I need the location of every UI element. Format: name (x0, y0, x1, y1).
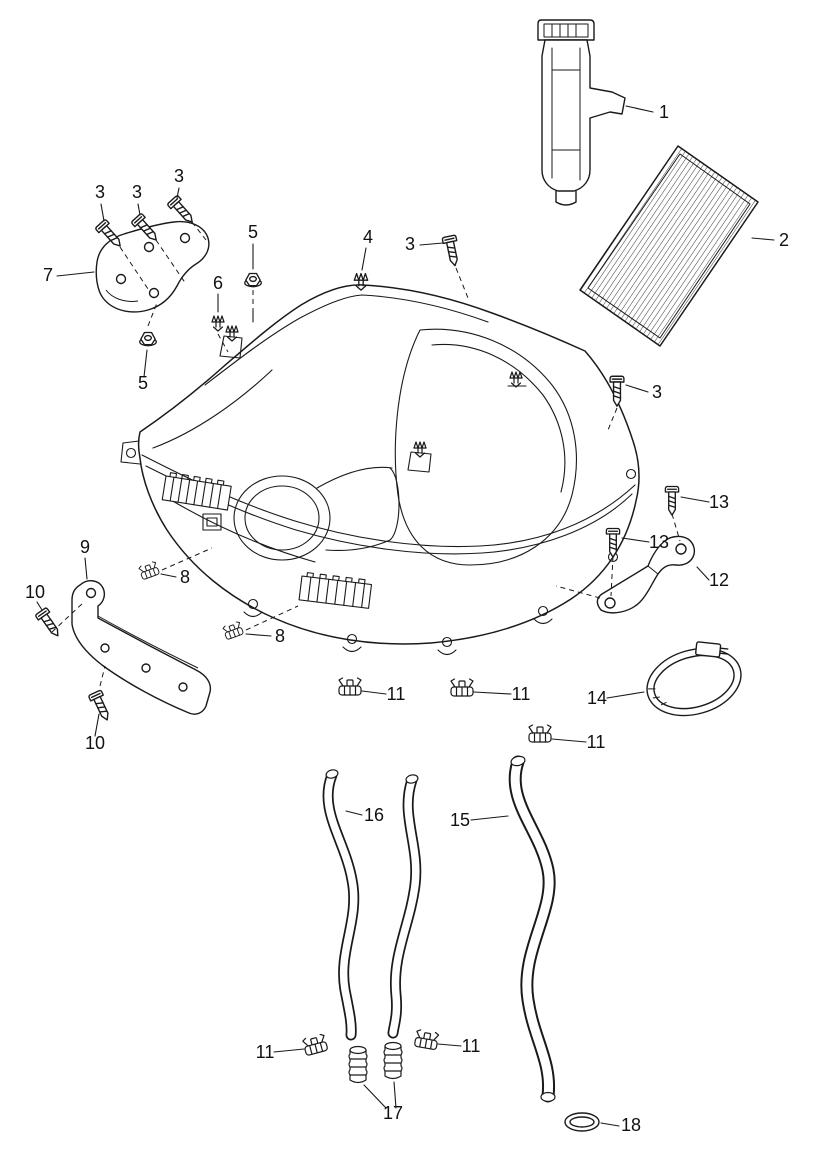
screw-3-icon (441, 234, 463, 268)
callout-8-b: 8 (275, 626, 285, 646)
callout-leader-lines (36, 105, 775, 1127)
callout-15: 15 (450, 810, 470, 830)
housing-clip-icon (225, 325, 239, 342)
assembly-guide-lines (51, 221, 681, 687)
callout-4: 4 (363, 227, 373, 247)
callout-7: 7 (43, 265, 53, 285)
screw-10-icon (87, 689, 115, 724)
callout-2: 2 (779, 230, 789, 250)
callout-5-a: 5 (248, 222, 258, 242)
nut-5-icon (139, 331, 157, 347)
callout-17: 17 (383, 1103, 403, 1123)
callout-3-b: 3 (132, 182, 142, 202)
part-7-bracket (95, 220, 210, 313)
callout-11-b: 11 (512, 684, 531, 704)
callout-13-b: 13 (649, 532, 669, 552)
clip-6-icon (211, 315, 225, 332)
callout-3-e: 3 (652, 382, 662, 402)
clip-8-icon (221, 620, 245, 641)
callout-11-e: 11 (462, 1036, 481, 1056)
callout-14: 14 (587, 688, 607, 708)
callout-16: 16 (364, 805, 384, 825)
callout-3-c: 3 (174, 166, 184, 186)
callout-3-a: 3 (95, 182, 105, 202)
screw-13-icon (664, 485, 680, 516)
clamp-11-icon (528, 724, 552, 743)
callout-11-d: 11 (256, 1042, 275, 1062)
part-9-bracket (71, 580, 212, 715)
part-2-air-filter-element (579, 145, 759, 347)
part-air-cleaner-housing (120, 284, 640, 656)
part-1-bracket (537, 19, 626, 206)
callout-6: 6 (213, 273, 223, 293)
screw-10-icon (34, 606, 65, 641)
nut-5-icon (244, 272, 262, 288)
callout-10-a: 10 (25, 582, 45, 602)
callout-1: 1 (659, 102, 669, 122)
clamp-11-icon (338, 677, 362, 696)
callout-3-d: 3 (405, 234, 415, 254)
callout-5-b: 5 (138, 373, 148, 393)
callout-12: 12 (709, 570, 729, 590)
callout-11-a: 11 (387, 684, 406, 704)
part-14-hose-clamp (646, 641, 742, 717)
clamp-11-icon (301, 1032, 329, 1057)
callout-10-b: 10 (85, 733, 105, 753)
callout-9: 9 (80, 537, 90, 557)
callout-18: 18 (621, 1115, 641, 1135)
part-12-bracket (596, 535, 696, 614)
part-18-ring (564, 1112, 600, 1132)
callout-8-a: 8 (180, 567, 190, 587)
clamp-11-icon (450, 678, 474, 697)
callout-11-c: 11 (587, 732, 606, 752)
callout-13-a: 13 (709, 492, 729, 512)
part-17-corrugated-fittings (348, 1041, 403, 1084)
clip-8-icon (137, 560, 161, 581)
part-16-hoses (322, 769, 422, 1041)
part-15-hose (508, 755, 556, 1103)
clamp-11-icon (413, 1028, 440, 1051)
